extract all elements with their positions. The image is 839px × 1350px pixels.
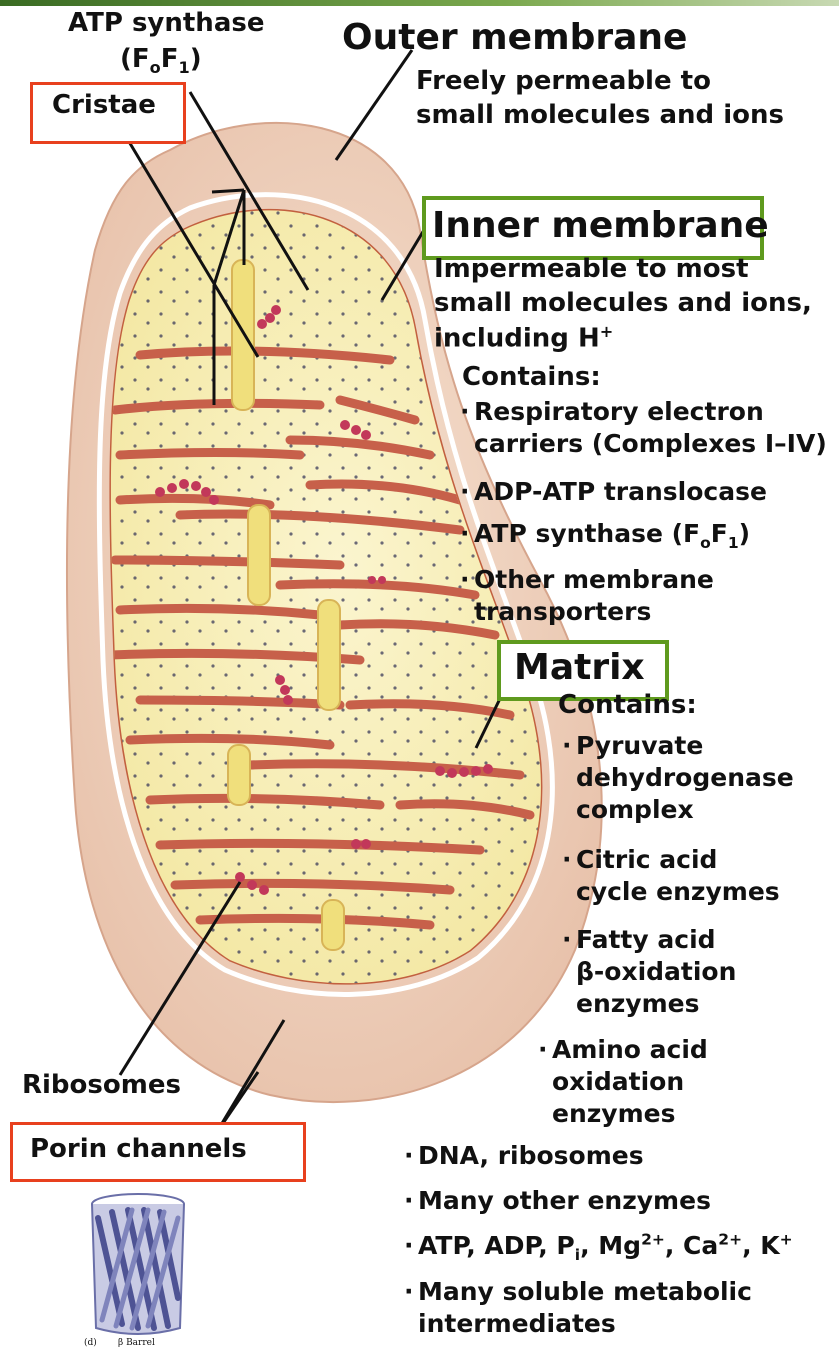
inner-atp-sub-1: 1 (728, 534, 739, 552)
formula-close: ) (190, 44, 202, 74)
porin-channels-label: Porin channels (30, 1136, 247, 1162)
bottom-item-text: Many soluble metabolic (418, 1277, 752, 1306)
matrix-item-line: complex (562, 794, 794, 826)
inner-membrane-desc-1: Impermeable to most (434, 256, 749, 282)
ions-c-sup: 2+ (718, 1231, 742, 1249)
beta-barrel-illustration (82, 1188, 194, 1338)
matrix-item-line: cycle enzymes (562, 876, 780, 908)
matrix-item-pyruvate: ·Pyruvate dehydrogenase complex (562, 730, 794, 826)
inner-item-line: ADP-ATP translocase (474, 477, 767, 506)
matrix-item-line: β-oxidation (562, 956, 736, 988)
matrix-item-line: enzymes (538, 1098, 708, 1130)
inner-membrane-desc-2: small molecules and ions, (434, 290, 812, 316)
outer-membrane-title: Outer membrane (342, 20, 687, 56)
inner-item-line: Other membrane (474, 565, 714, 594)
matrix-item-line: Fatty acid (576, 925, 716, 954)
inner-item-line: transporters (460, 596, 714, 628)
matrix-item-line: oxidation (538, 1066, 708, 1098)
ions-b: , Mg (580, 1231, 641, 1260)
bottom-item-soluble: ·Many soluble metabolic intermediates (404, 1276, 752, 1340)
formula-sub-1: 1 (179, 58, 190, 77)
inner-contains-label: Contains: (462, 364, 601, 390)
atp-synthase-formula: (FoF1) (120, 46, 202, 76)
bottom-item-ions: ·ATP, ADP, Pi, Mg2+, Ca2+, K+ (404, 1230, 793, 1266)
inner-desc-3-text: including H (434, 324, 600, 354)
inner-item-transporters: ·Other membrane transporters (460, 564, 714, 628)
ions-d: , K (742, 1231, 780, 1260)
ions-a: ATP, ADP, P (418, 1231, 575, 1260)
matrix-item-amino-acid: ·Amino acid oxidation enzymes (538, 1034, 708, 1130)
outer-membrane-desc-1: Freely permeable to (416, 68, 711, 94)
cristae-label: Cristae (52, 92, 156, 118)
ions-d-sup: + (780, 1231, 793, 1249)
formula-sub-o: o (150, 58, 161, 77)
inner-atp-close: ) (739, 519, 750, 548)
formula-f: F (161, 44, 179, 74)
ions-c: , Ca (665, 1231, 718, 1260)
atp-synthase-label: ATP synthase (68, 10, 264, 36)
h-plus-sup: + (600, 322, 614, 341)
inner-item-atp-synthase: ·ATP synthase (FoF1) (460, 518, 750, 554)
atp-synthase-text: ATP synthase (68, 8, 264, 38)
inner-item-line: carriers (Complexes I–IV) (460, 428, 827, 460)
matrix-item-line: Citric acid (576, 845, 717, 874)
bottom-item-text: Many other enzymes (418, 1186, 711, 1215)
barrel-caption: β Barrel (118, 1338, 155, 1348)
inner-atp-f: F (711, 519, 728, 548)
formula-open: (F (120, 44, 150, 74)
bottom-item-text: DNA, ribosomes (418, 1141, 644, 1170)
ions-b-sup: 2+ (641, 1231, 665, 1249)
bottom-item-other-enzymes: ·Many other enzymes (404, 1185, 711, 1217)
inner-item-translocase: ·ADP-ATP translocase (460, 476, 767, 508)
matrix-item-citric: ·Citric acid cycle enzymes (562, 844, 780, 908)
barrel-caption-d: (d) (84, 1338, 97, 1348)
matrix-contains-label: Contains: (558, 692, 697, 718)
bottom-item-text: intermediates (404, 1308, 752, 1340)
matrix-item-fatty-acid: ·Fatty acid β-oxidation enzymes (562, 924, 736, 1020)
matrix-item-line: Amino acid (552, 1035, 708, 1064)
inner-item-respiratory: ·Respiratory electron carriers (Complexe… (460, 396, 827, 460)
matrix-item-line: dehydrogenase (562, 762, 794, 794)
matrix-title: Matrix (514, 650, 645, 686)
inner-membrane-desc-3: including H+ (434, 324, 613, 352)
ribosomes-label: Ribosomes (22, 1072, 181, 1098)
inner-atp-pre: ATP synthase (F (474, 519, 700, 548)
outer-membrane-desc-2: small molecules and ions (416, 102, 784, 128)
matrix-item-line: enzymes (562, 988, 736, 1020)
bottom-item-dna: ·DNA, ribosomes (404, 1140, 644, 1172)
inner-item-line: Respiratory electron (474, 397, 764, 426)
matrix-item-line: Pyruvate (576, 731, 703, 760)
inner-atp-sub-o: o (700, 534, 711, 552)
inner-membrane-title: Inner membrane (432, 208, 769, 244)
